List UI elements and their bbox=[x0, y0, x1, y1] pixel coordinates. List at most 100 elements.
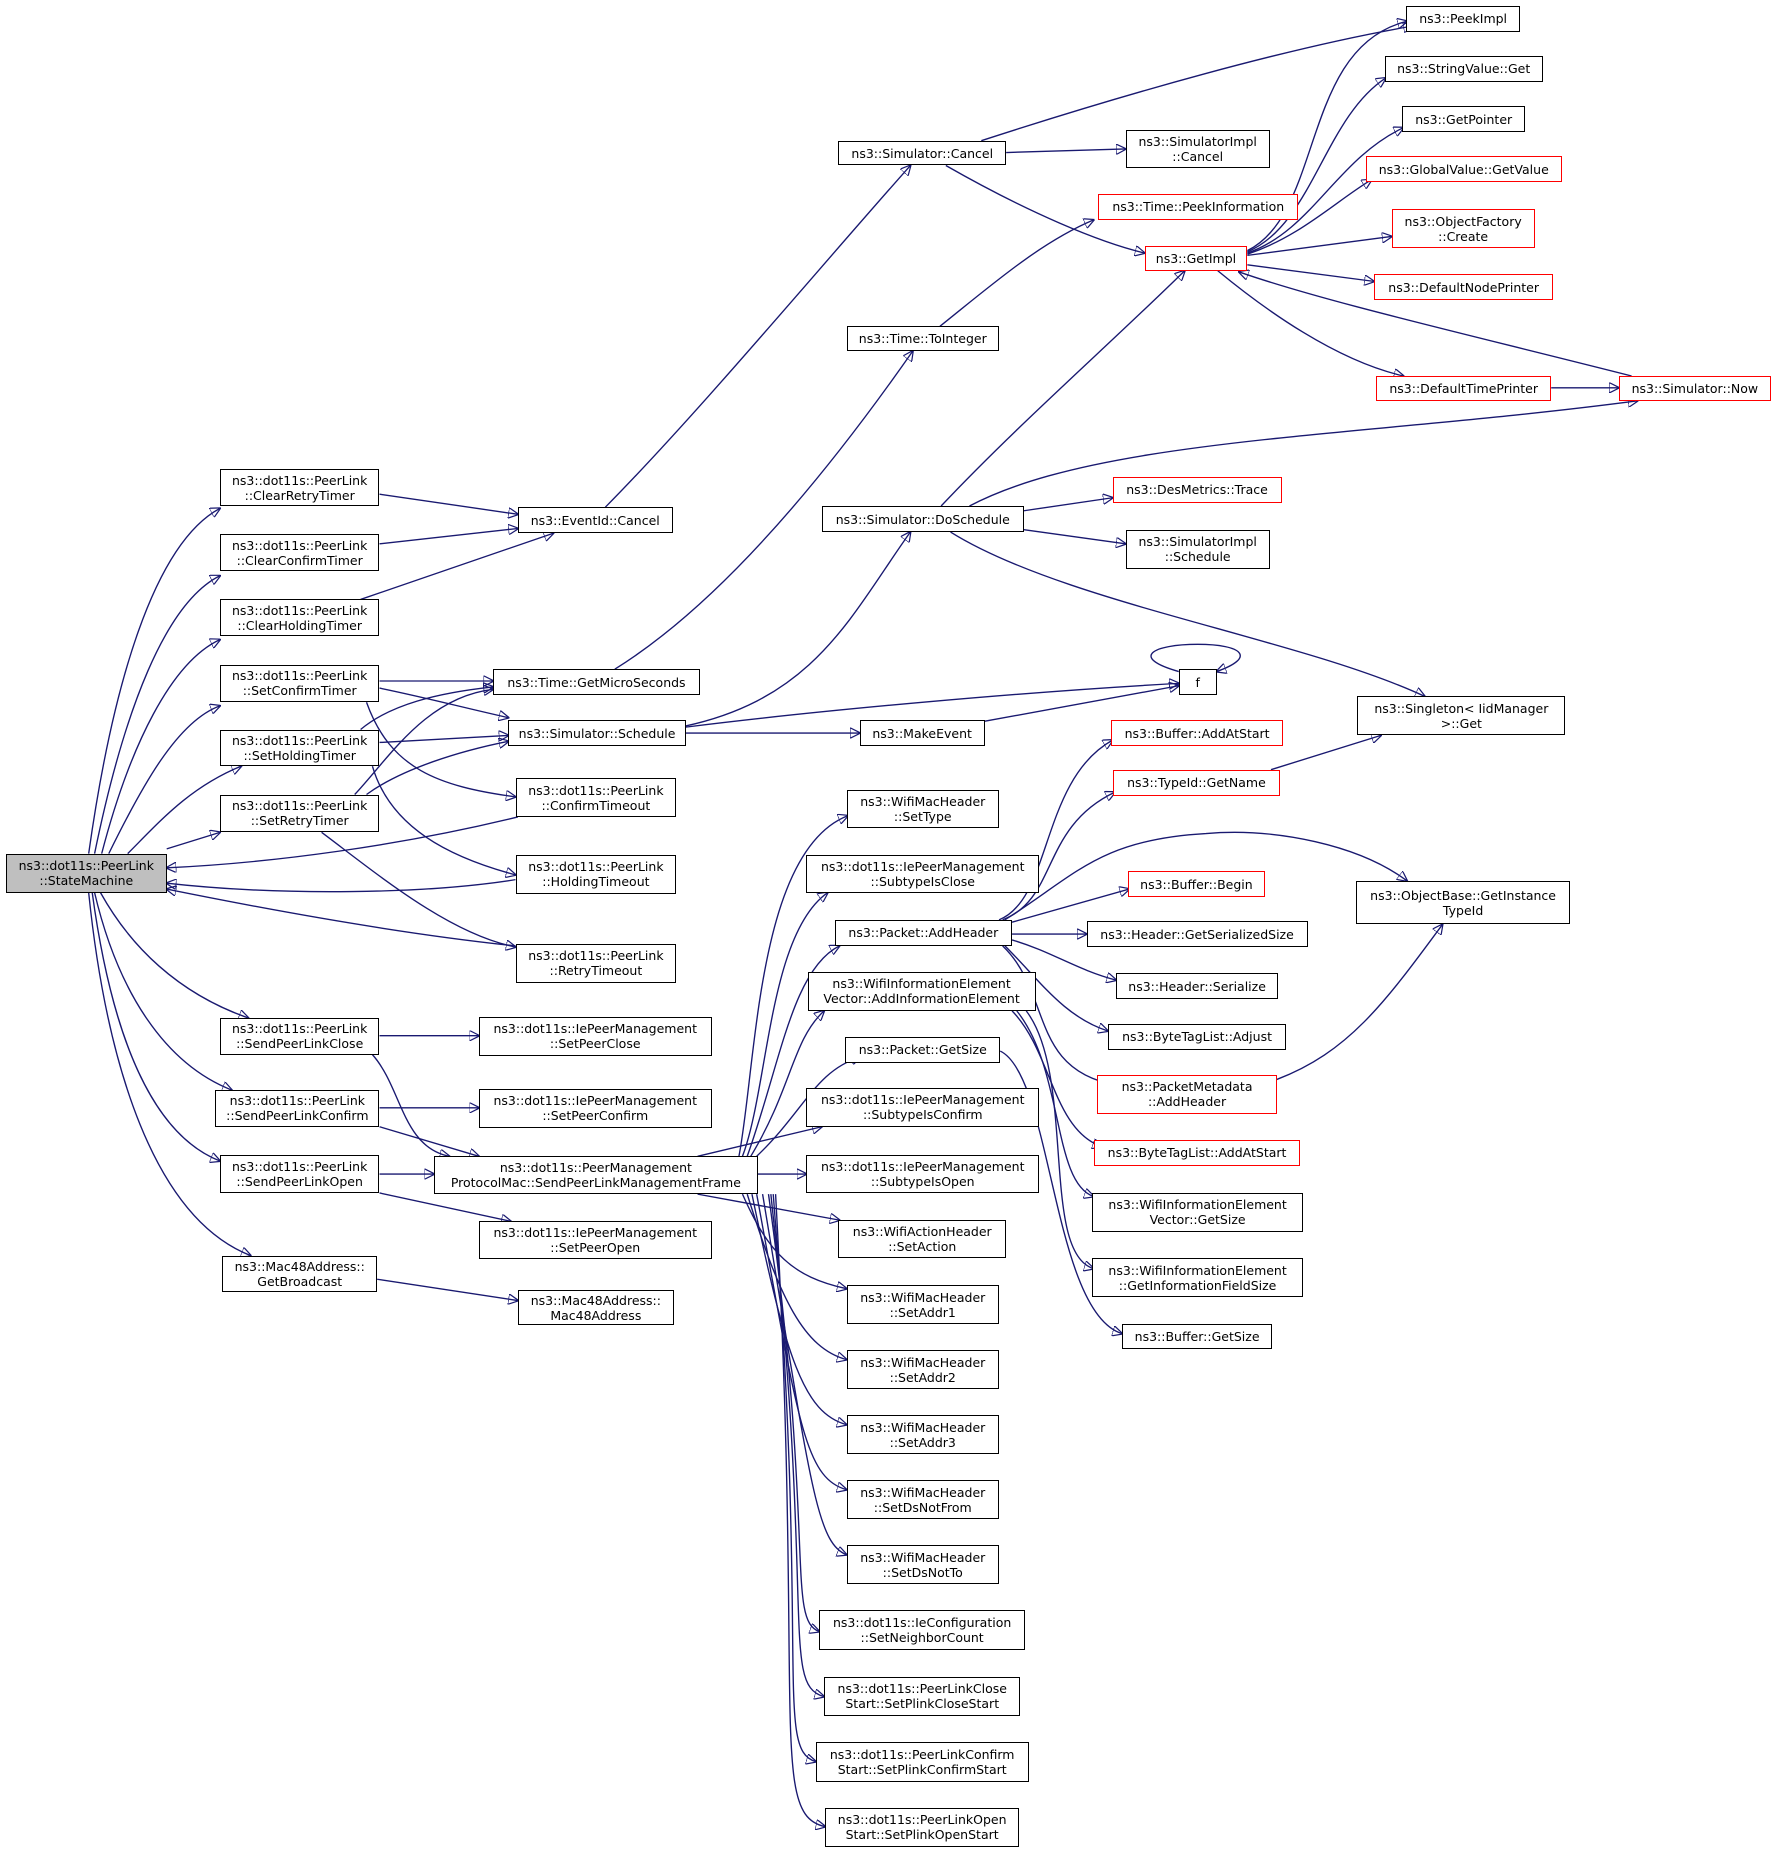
node-singleton[interactable]: ns3::Singleton< IidManager >::Get bbox=[1357, 696, 1566, 736]
node-doschedule[interactable]: ns3::Simulator::DoSchedule bbox=[821, 506, 1024, 532]
node-desmetrics[interactable]: ns3::DesMetrics::Trace bbox=[1112, 476, 1282, 503]
node-label: ns3::Packet::AddHeader bbox=[848, 925, 999, 941]
edge-sendmgmt-to-setdsnotfrom bbox=[756, 1194, 847, 1490]
node-simnow[interactable]: ns3::Simulator::Now bbox=[1618, 376, 1772, 401]
node-label: ns3::Mac48Address:: bbox=[234, 1258, 365, 1274]
node-hdrserialize[interactable]: ns3::Header::Serialize bbox=[1116, 973, 1279, 999]
node-simimplcancel[interactable]: ns3::SimulatorImpl::Cancel bbox=[1125, 130, 1270, 168]
node-stringvalueget[interactable]: ns3::StringValue::Get bbox=[1384, 55, 1543, 82]
node-clearretry[interactable]: ns3::dot11s::PeerLink::ClearRetryTimer bbox=[219, 469, 380, 507]
node-label: ns3::Mac48Address:: bbox=[530, 1292, 661, 1308]
node-bufbegin[interactable]: ns3::Buffer::Begin bbox=[1127, 871, 1265, 898]
edge-getimpl-to-peekimpl bbox=[1247, 21, 1407, 252]
node-setaction[interactable]: ns3::WifiActionHeader::SetAction bbox=[838, 1220, 1007, 1258]
edge-clearholding-to-eventcancel bbox=[360, 533, 554, 601]
edge-simnow-to-getimpl bbox=[1239, 272, 1632, 377]
node-label: ::HoldingTimeout bbox=[542, 874, 650, 890]
node-setpeeropen[interactable]: ns3::dot11s::IePeerManagement::SetPeerOp… bbox=[478, 1221, 712, 1260]
node-f[interactable]: f bbox=[1178, 669, 1217, 696]
node-getimpl[interactable]: ns3::GetImpl bbox=[1144, 245, 1248, 271]
node-holdingtimeout[interactable]: ns3::dot11s::PeerLink::HoldingTimeout bbox=[515, 854, 677, 894]
node-bufaddatstart[interactable]: ns3::Buffer::AddAtStart bbox=[1111, 720, 1283, 746]
edge-statemachine-to-clearconfirm bbox=[93, 576, 220, 854]
edge-getbroadcast-to-mac48 bbox=[377, 1278, 518, 1300]
node-setpeerclose[interactable]: ns3::dot11s::IePeerManagement::SetPeerCl… bbox=[478, 1016, 712, 1056]
edge-packetgetsize-to-bufgetsize bbox=[999, 1050, 1122, 1334]
node-objectfactory[interactable]: ns3::ObjectFactory::Create bbox=[1391, 209, 1535, 249]
node-getpointer[interactable]: ns3::GetPointer bbox=[1402, 106, 1526, 133]
node-label: ::ConfirmTimeout bbox=[541, 797, 651, 813]
node-subtypeclose[interactable]: ns3::dot11s::IePeerManagement::SubtypeIs… bbox=[806, 854, 1040, 893]
node-eventcancel[interactable]: ns3::EventId::Cancel bbox=[517, 507, 673, 534]
node-timetointeger[interactable]: ns3::Time::ToInteger bbox=[846, 326, 999, 352]
node-makeevent[interactable]: ns3::MakeEvent bbox=[859, 720, 985, 746]
node-sendopen[interactable]: ns3::dot11s::PeerLink::SendPeerLinkOpen bbox=[219, 1155, 380, 1193]
node-setconfirm[interactable]: ns3::dot11s::PeerLink::SetConfirmTimer bbox=[219, 664, 380, 703]
node-mac48[interactable]: ns3::Mac48Address::Mac48Address bbox=[517, 1289, 674, 1326]
node-sendclose[interactable]: ns3::dot11s::PeerLink::SendPeerLinkClose bbox=[219, 1018, 380, 1055]
node-sendconfirm[interactable]: ns3::dot11s::PeerLink::SendPeerLinkConfi… bbox=[215, 1090, 380, 1127]
node-bytetagadjust[interactable]: ns3::ByteTagList::Adjust bbox=[1107, 1023, 1287, 1050]
node-setaddr2[interactable]: ns3::WifiMacHeader::SetAddr2 bbox=[846, 1350, 999, 1390]
node-label: ns3::WifiInformationElement bbox=[1108, 1197, 1287, 1213]
node-wiegetinfosize[interactable]: ns3::WifiInformationElement::GetInformat… bbox=[1092, 1258, 1303, 1297]
node-globalvalue[interactable]: ns3::GlobalValue::GetValue bbox=[1365, 156, 1562, 183]
node-addheader[interactable]: ns3::Packet::AddHeader bbox=[834, 919, 1012, 946]
node-clearconfirm[interactable]: ns3::dot11s::PeerLink::ClearConfirmTimer bbox=[219, 534, 380, 572]
node-label: ns3::GlobalValue::GetValue bbox=[1378, 161, 1549, 177]
node-label: ns3::Simulator::Cancel bbox=[851, 145, 994, 161]
node-setdsnotto[interactable]: ns3::WifiMacHeader::SetDsNotTo bbox=[846, 1545, 999, 1585]
edge-sendmgmt-to-subtypeclose bbox=[741, 893, 827, 1157]
node-label: ns3::Packet::GetSize bbox=[858, 1042, 987, 1058]
edge-sendopen-to-setpeeropen bbox=[379, 1192, 511, 1221]
node-label: ::SetHoldingTimer bbox=[243, 747, 356, 763]
node-hdrserialsize[interactable]: ns3::Header::GetSerializedSize bbox=[1086, 921, 1308, 947]
node-label: ::SendPeerLinkConfirm bbox=[226, 1108, 369, 1124]
node-label: ns3::Simulator::DoSchedule bbox=[835, 511, 1010, 527]
node-bufgetsize[interactable]: ns3::Buffer::GetSize bbox=[1122, 1324, 1273, 1349]
node-setpeerconfirm[interactable]: ns3::dot11s::IePeerManagement::SetPeerCo… bbox=[478, 1088, 712, 1128]
node-pktmetaaddheader[interactable]: ns3::PacketMetadata::AddHeader bbox=[1097, 1074, 1277, 1114]
node-label: ns3::SimulatorImpl bbox=[1138, 133, 1257, 149]
node-setdsnotfrom[interactable]: ns3::WifiMacHeader::SetDsNotFrom bbox=[846, 1480, 999, 1520]
node-bytetagaddatstart[interactable]: ns3::ByteTagList::AddAtStart bbox=[1093, 1139, 1301, 1166]
node-setneighbor[interactable]: ns3::dot11s::IeConfiguration::SetNeighbo… bbox=[819, 1610, 1025, 1651]
node-getmicro[interactable]: ns3::Time::GetMicroSeconds bbox=[493, 669, 700, 696]
node-getbroadcast[interactable]: ns3::Mac48Address::GetBroadcast bbox=[222, 1255, 378, 1293]
node-setaddr3[interactable]: ns3::WifiMacHeader::SetAddr3 bbox=[846, 1415, 999, 1455]
node-setretry[interactable]: ns3::dot11s::PeerLink::SetRetryTimer bbox=[219, 794, 380, 833]
node-defaultnode[interactable]: ns3::DefaultNodePrinter bbox=[1373, 274, 1554, 301]
node-setholding[interactable]: ns3::dot11s::PeerLink::SetHoldingTimer bbox=[219, 729, 380, 767]
node-label: ns3::Time::ToInteger bbox=[858, 331, 987, 347]
node-peekimpl[interactable]: ns3::PeekImpl bbox=[1405, 5, 1521, 32]
node-confirmtimeout[interactable]: ns3::dot11s::PeerLink::ConfirmTimeout bbox=[515, 778, 677, 817]
edge-doschedule-to-singleton bbox=[950, 531, 1425, 696]
node-clearholding[interactable]: ns3::dot11s::PeerLink::ClearHoldingTimer bbox=[219, 599, 380, 637]
node-peekinfo[interactable]: ns3::Time::PeekInformation bbox=[1098, 193, 1299, 220]
node-statemachine[interactable]: ns3::dot11s::PeerLink::StateMachine bbox=[5, 853, 167, 893]
node-label: ns3::Buffer::Begin bbox=[1140, 876, 1253, 892]
node-label: ns3::MakeEvent bbox=[872, 725, 972, 741]
node-settype[interactable]: ns3::WifiMacHeader::SetType bbox=[846, 789, 999, 828]
node-simcancel[interactable]: ns3::Simulator::Cancel bbox=[838, 140, 1007, 166]
node-retrytimeout[interactable]: ns3::dot11s::PeerLink::RetryTimeout bbox=[515, 943, 677, 983]
node-typeidgetname[interactable]: ns3::TypeId::GetName bbox=[1112, 769, 1281, 796]
edge-sendmgmt-to-setaddr3 bbox=[751, 1193, 847, 1425]
node-simimplschedule[interactable]: ns3::SimulatorImpl::Schedule bbox=[1125, 529, 1270, 569]
node-defaulttime[interactable]: ns3::DefaultTimePrinter bbox=[1376, 376, 1552, 401]
node-setaddr1[interactable]: ns3::WifiMacHeader::SetAddr1 bbox=[846, 1285, 999, 1325]
node-simschedule[interactable]: ns3::Simulator::Schedule bbox=[508, 720, 686, 746]
edge-sendmgmt-to-addinfoelem bbox=[750, 1011, 824, 1157]
node-subtypeopen[interactable]: ns3::dot11s::IePeerManagement::SubtypeIs… bbox=[806, 1155, 1040, 1193]
edge-f-to-f bbox=[1150, 643, 1241, 671]
node-subtypeconfirm[interactable]: ns3::dot11s::IePeerManagement::SubtypeIs… bbox=[806, 1087, 1040, 1127]
node-label: ::Cancel bbox=[1172, 148, 1224, 164]
node-packetgetsize[interactable]: ns3::Packet::GetSize bbox=[845, 1036, 1001, 1063]
